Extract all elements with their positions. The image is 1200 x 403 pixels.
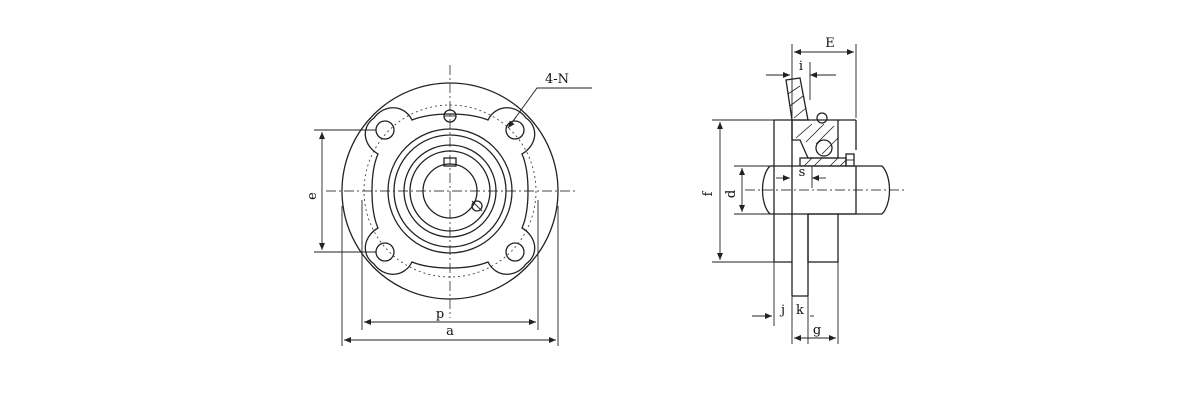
bolt-holes-leader-arrow	[507, 116, 517, 129]
outer-flange-circle	[341, 82, 559, 300]
dim-a-label: a	[446, 324, 454, 339]
dim-d-label: d	[724, 190, 739, 198]
bolt-hole	[505, 120, 525, 140]
housing-boss-circle	[387, 128, 513, 254]
bolt-pitch-circle	[363, 104, 537, 278]
dim-i-label: i	[799, 59, 803, 74]
housing-section-hatch	[785, 77, 839, 159]
bolt-hole	[375, 120, 395, 140]
front-view: e p a 4-N	[305, 65, 592, 346]
dim-p-label: p	[436, 307, 444, 322]
dim-f-label: f	[701, 190, 716, 196]
dim-e-label: e	[305, 192, 320, 200]
inner-ring-face	[409, 150, 491, 232]
bolt-hole	[375, 242, 395, 262]
dim-g-label: g	[813, 323, 821, 338]
dim-s-label: s	[799, 165, 806, 180]
bearing-outer-ring	[393, 134, 507, 248]
shaft-bore	[422, 163, 478, 219]
grease-nipple	[443, 109, 457, 123]
keyway	[443, 157, 457, 167]
dim-j-label: j	[779, 303, 785, 318]
bolt-hole	[505, 242, 525, 262]
set-screw	[471, 200, 483, 212]
side-view: E i f d s j k g	[701, 36, 905, 344]
flange-body-outline	[364, 107, 536, 275]
bearing-inner-ring	[403, 144, 497, 238]
bolt-holes-leader	[507, 87, 592, 129]
dim-k-label: k	[796, 303, 804, 318]
bearing-ball	[799, 112, 847, 167]
bolt-holes-label: 4-N	[545, 72, 569, 87]
dim-E-label: E	[825, 36, 835, 51]
housing-body	[807, 119, 857, 263]
side-set-screw	[845, 153, 855, 167]
